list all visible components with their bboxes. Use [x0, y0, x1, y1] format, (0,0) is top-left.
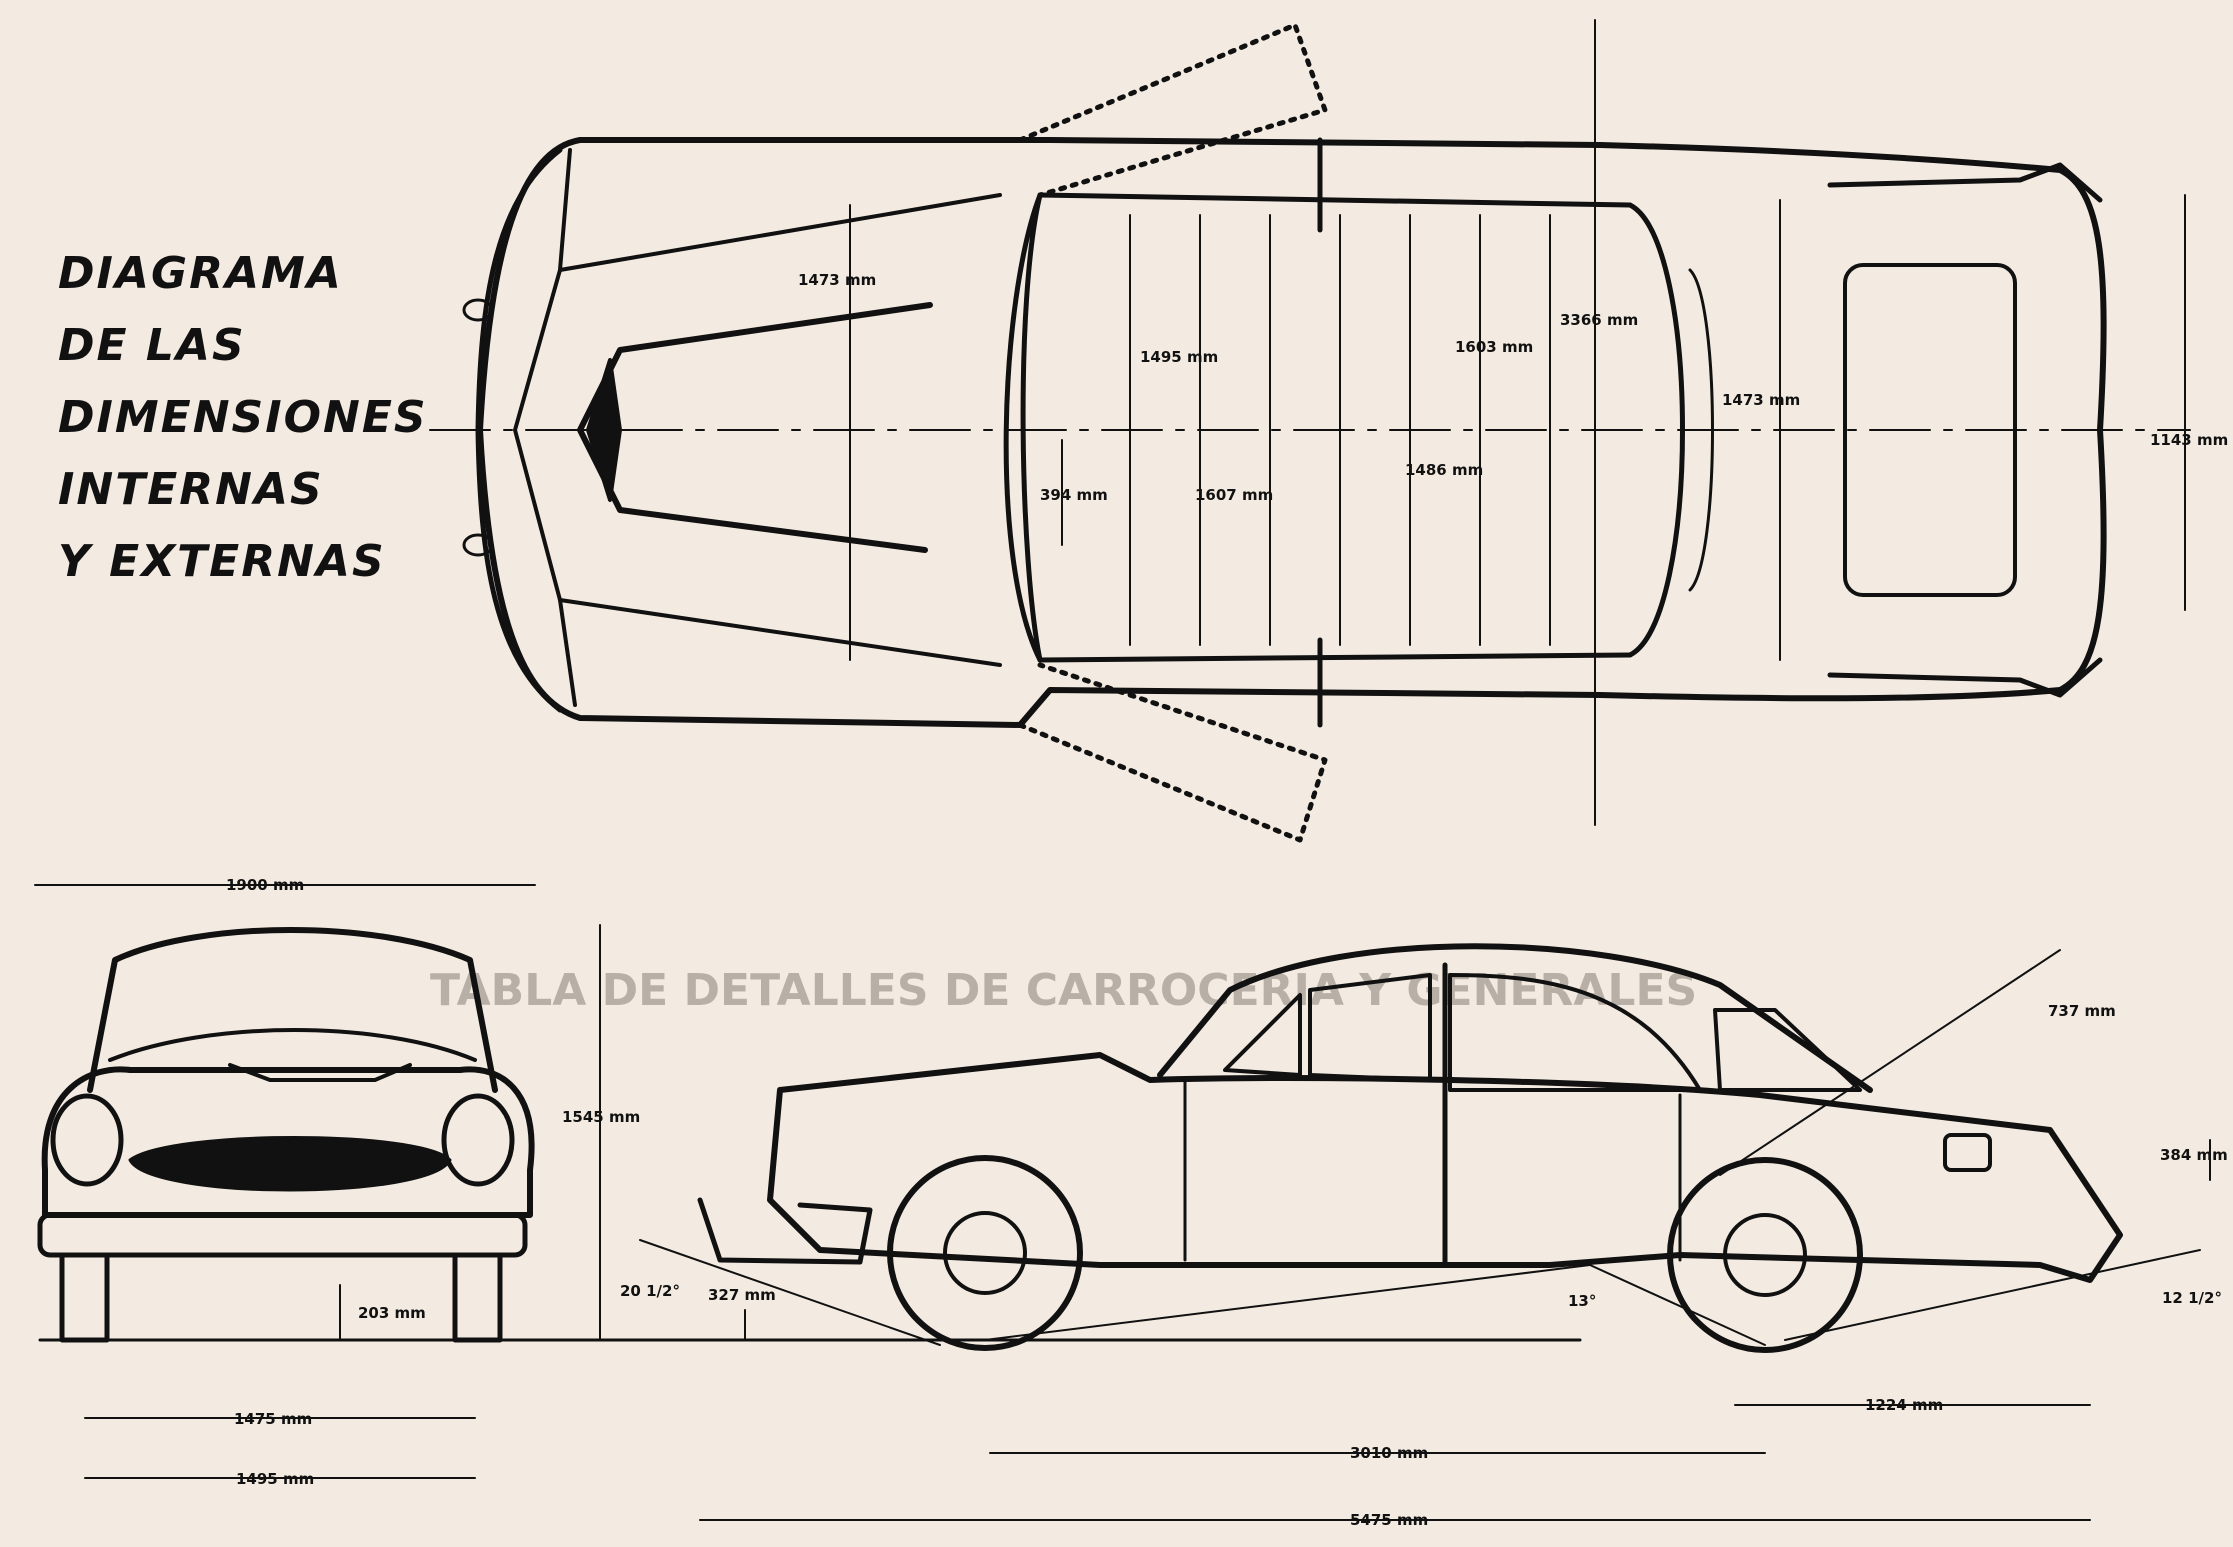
label-approach-angle: 20 1/2° [620, 1282, 680, 1300]
front-windshield [108, 1028, 477, 1062]
label-front-seat-width: 1495 mm [1140, 348, 1218, 366]
front-quarter-window [1223, 993, 1302, 1077]
breakover-line-rear [1589, 1264, 1766, 1346]
label-bumper-height: 327 mm [708, 1286, 776, 1304]
title-line-4: INTERNAS [58, 464, 324, 515]
side-view-labels: 327 mm 20 1/2° 13° 12 1/2° 737 mm 384 mm… [620, 1002, 2228, 1529]
label-rear-legroom: 1486 mm [1405, 461, 1483, 479]
trunk-diag-line [1719, 949, 2061, 1176]
label-overall-height: 1545 mm [562, 1108, 640, 1126]
top-body-outline [477, 137, 2107, 728]
tail-light [1943, 1133, 1992, 1172]
top-headlight-left [462, 298, 494, 322]
headlight-right [441, 1093, 515, 1187]
label-ground-clearance: 203 mm [358, 1304, 426, 1322]
approach-angle-line [639, 1239, 941, 1346]
tail-fin-right [1827, 657, 2103, 698]
label-front-door-gap: 394 mm [1040, 486, 1108, 504]
front-hubcap [943, 1211, 1027, 1295]
label-trunk-length: 1143 mm [2150, 431, 2228, 449]
side-roof [1157, 943, 1873, 1093]
top-rear-window [1627, 202, 1685, 658]
label-hood-width: 1473 mm [798, 271, 876, 289]
hood-edge [513, 148, 577, 707]
front-bumper-side [697, 1197, 873, 1265]
top-view-labels: 1473 mm 1495 mm 1603 mm 3366 mm 394 mm 1… [798, 271, 2228, 504]
label-wheelbase: 3010 mm [1350, 1444, 1428, 1462]
roof-edges [1037, 192, 1633, 663]
front-bumper [37, 1212, 528, 1258]
top-headlight-right [462, 533, 494, 557]
label-roof-length: 3366 mm [1560, 311, 1638, 329]
headlight-left [50, 1093, 124, 1187]
top-front-bumper [475, 147, 563, 713]
front-wheel-right [452, 1252, 503, 1343]
departure-angle-line [1784, 1249, 2201, 1341]
label-breakover-angle: 13° [1568, 1292, 1596, 1310]
front-wheel [887, 1155, 1083, 1351]
hood-emblem [228, 1063, 412, 1082]
rear-side-window [1448, 973, 1702, 1092]
title-line-2: DE LAS [58, 320, 246, 371]
front-body [41, 1066, 535, 1218]
label-front-legroom: 1607 mm [1195, 486, 1273, 504]
label-rear-seat-width: 1603 mm [1455, 338, 1533, 356]
rear-quarter-window [1713, 1008, 1862, 1092]
title-line-3: DIMENSIONES [58, 392, 428, 443]
label-rear-overhang: 1224 mm [1865, 1396, 1943, 1414]
front-roof [87, 927, 498, 1093]
bleed-heading: TABLA DE DETALLES DE CARROCERIA Y GENERA… [430, 965, 1697, 1016]
rear-hubcap [1723, 1213, 1807, 1297]
title-line-5: Y EXTERNAS [58, 536, 386, 587]
label-departure-angle: 12 1/2° [2162, 1289, 2222, 1307]
tail-fin-left [1827, 162, 2103, 203]
label-rear-track: 1495 mm [236, 1470, 314, 1488]
grille [128, 1136, 452, 1192]
label-front-track: 1475 mm [234, 1410, 312, 1428]
hood-scoop [577, 302, 933, 553]
label-overall-length: 5475 mm [1350, 1511, 1428, 1529]
label-trunk-width: 1473 mm [1722, 391, 1800, 409]
trunk-lid [1843, 263, 2017, 597]
label-overall-width: 1900 mm [226, 876, 304, 894]
side-body [767, 1052, 2123, 1283]
roof-ribs [1129, 214, 1551, 646]
label-rear-overhang-height: 384 mm [2160, 1146, 2228, 1164]
front-wheel-left [59, 1252, 110, 1343]
front-side-window [1308, 973, 1432, 1082]
diagram-title: DIAGRAMA DE LAS DIMENSIONES INTERNAS Y E… [58, 238, 428, 598]
front-door-open-left [1017, 22, 1328, 198]
breakover-line-front [984, 1264, 1591, 1341]
hood-lines [558, 193, 1002, 667]
top-view [429, 19, 2191, 843]
rear-wheel [1667, 1157, 1863, 1353]
hood-ornament [586, 358, 622, 502]
front-view-labels: 1900 mm 1545 mm 203 mm 1475 mm 1495 mm [226, 876, 640, 1488]
label-trunk-diag: 737 mm [2048, 1002, 2116, 1020]
top-windshield [1003, 192, 1043, 663]
front-view [34, 884, 1582, 1479]
side-view [639, 943, 2211, 1521]
title-line-1: DIAGRAMA [58, 248, 343, 299]
rear-deck-line [1688, 268, 1714, 592]
